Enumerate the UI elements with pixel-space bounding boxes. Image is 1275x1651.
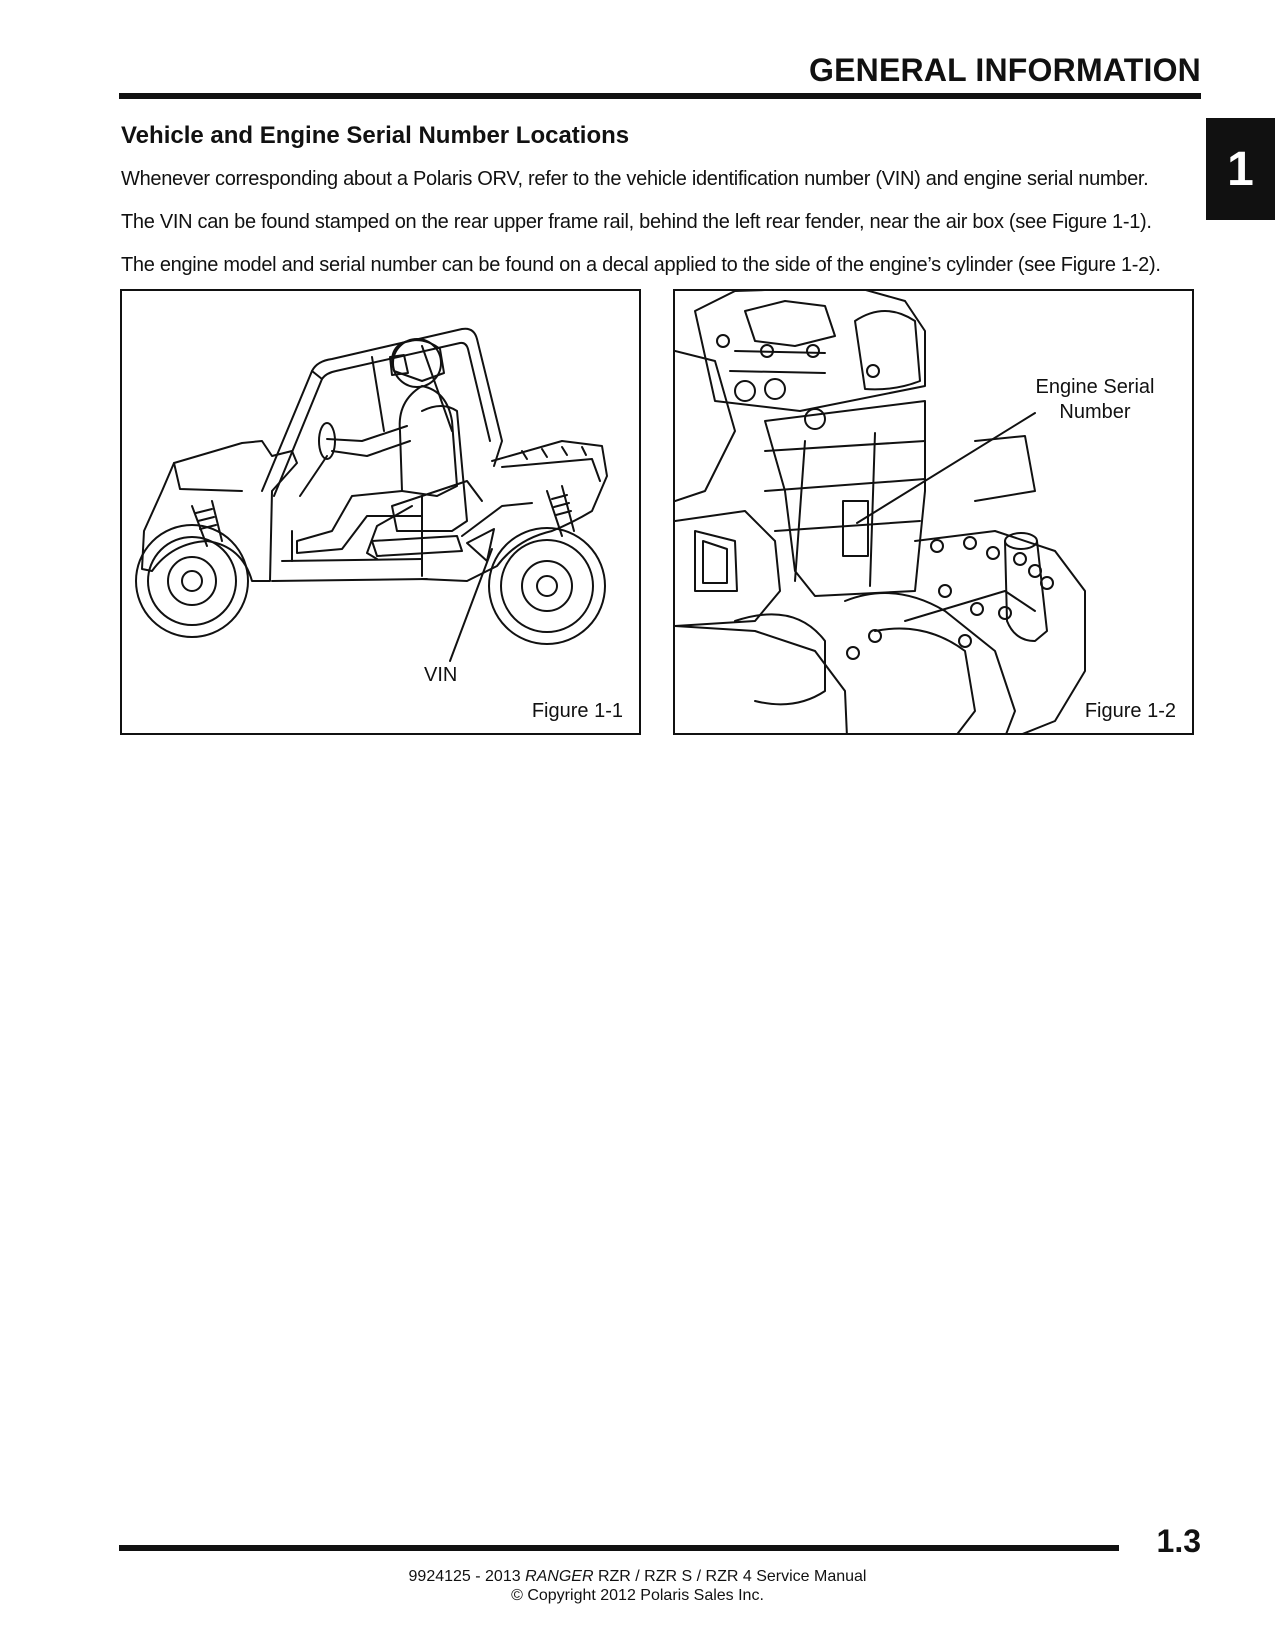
vin-callout-label: VIN bbox=[424, 664, 458, 686]
figure-1-1: VIN Figure 1-1 bbox=[120, 289, 641, 735]
page-number: 1.3 bbox=[1156, 1523, 1201, 1559]
paragraph-engine-serial-location: The engine model and serial number can b… bbox=[121, 254, 1161, 276]
paragraph-vin-location: The VIN can be found stamped on the rear… bbox=[121, 211, 1152, 233]
footer-manual-suffix: RZR / RZR S / RZR 4 Service Manual bbox=[593, 1568, 867, 1585]
paragraph-intro: Whenever corresponding about a Polaris O… bbox=[121, 168, 1149, 190]
engine-illustration bbox=[675, 291, 1086, 733]
page-header-title: GENERAL INFORMATION bbox=[809, 52, 1201, 88]
footer-manual-prefix: 9924125 - 2013 bbox=[408, 1568, 526, 1585]
engine-serial-callout-line-2: Number bbox=[1059, 401, 1131, 423]
footer-copyright: © Copyright 2012 Polaris Sales Inc. bbox=[511, 1587, 764, 1604]
footer-manual-italic: RANGER bbox=[525, 1568, 594, 1585]
figure-1-2-caption: Figure 1-2 bbox=[1082, 700, 1178, 723]
section-heading: Vehicle and Engine Serial Number Locatio… bbox=[121, 122, 630, 149]
engine-serial-callout-line-1: Engine Serial bbox=[1035, 376, 1155, 398]
chapter-tab-number: 1 bbox=[1227, 142, 1254, 196]
vehicle-illustration bbox=[135, 327, 608, 662]
chapter-tab[interactable]: 1 bbox=[1206, 118, 1275, 220]
engine-serial-callout-label: Engine Serial Number bbox=[1025, 375, 1165, 425]
figure-1-2: Engine Serial Number Figure 1-2 bbox=[673, 289, 1194, 735]
header-rule bbox=[119, 93, 1201, 99]
footer-manual-title: 9924125 - 2013 RANGER RZR / RZR S / RZR … bbox=[0, 1568, 1275, 1586]
footer-rule bbox=[119, 1545, 1119, 1551]
figure-1-1-caption: Figure 1-1 bbox=[529, 700, 625, 723]
